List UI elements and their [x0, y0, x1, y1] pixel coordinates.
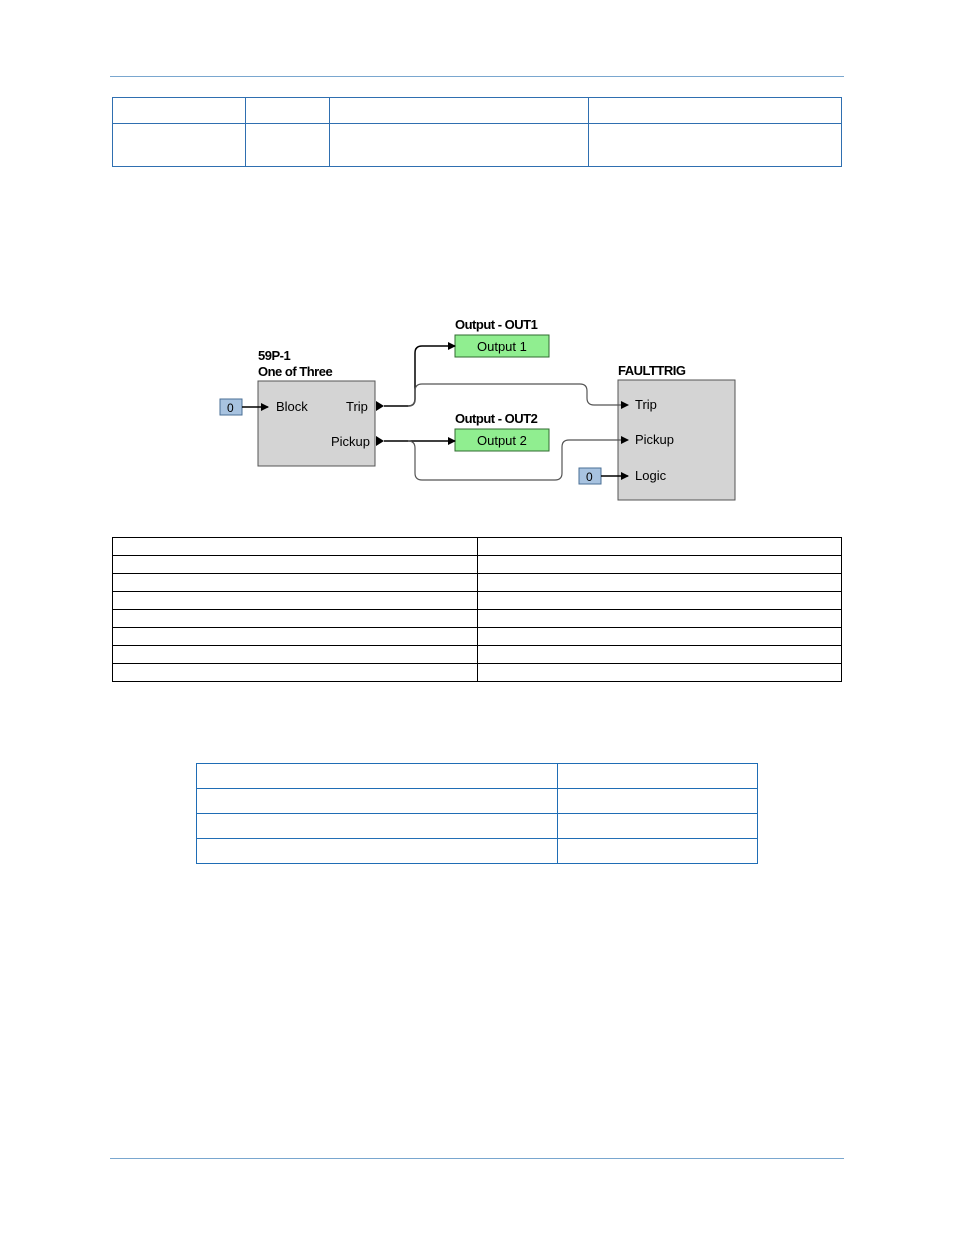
- trip-output-arrow: [376, 401, 384, 411]
- port-block-label: Block: [276, 399, 308, 414]
- table-row: [112, 123, 842, 167]
- table-row: [112, 645, 842, 664]
- logic-diagram: 59P-1 One of Three 0 Block Trip Pickup O…: [219, 317, 736, 501]
- header-rule: [110, 76, 844, 77]
- table-row: [196, 813, 758, 839]
- port-trip-label: Trip: [346, 399, 368, 414]
- table-row: [112, 609, 842, 628]
- out2-label: Output 2: [477, 433, 527, 448]
- out1-label: Output 1: [477, 339, 527, 354]
- trip-to-out1-wire: [384, 342, 456, 407]
- top-table: [112, 97, 842, 167]
- out2-title: Output - OUT2: [455, 411, 538, 426]
- table-row: [196, 763, 758, 789]
- table-row: [112, 663, 842, 682]
- block-59p[interactable]: [257, 380, 376, 467]
- faulttrig-port-logic-label: Logic: [635, 468, 667, 483]
- block-input-value: 0: [227, 401, 234, 415]
- summary-table: [196, 763, 758, 864]
- table-row: [112, 97, 842, 124]
- block-59p-subtitle: One of Three: [258, 364, 332, 379]
- table-row: [112, 537, 842, 556]
- faulttrig-port-trip-label: Trip: [635, 397, 657, 412]
- footer-rule: [110, 1158, 844, 1159]
- table-row: [196, 838, 758, 864]
- trip-to-faulttrig-wire: [407, 383, 629, 409]
- port-pickup-label: Pickup: [331, 434, 370, 449]
- out1-title: Output - OUT1: [455, 317, 538, 332]
- settings-table: [112, 537, 842, 682]
- table-row: [196, 788, 758, 814]
- table-row: [112, 573, 842, 592]
- table-row: [112, 627, 842, 646]
- faulttrig-title: FAULTTRIG: [618, 363, 686, 378]
- block-59p-title: 59P-1: [258, 348, 290, 363]
- faulttrig-block[interactable]: [617, 379, 736, 501]
- logic-input-value: 0: [586, 470, 593, 484]
- table-row: [112, 591, 842, 610]
- faulttrig-port-pickup-label: Pickup: [635, 432, 674, 447]
- table-row: [112, 555, 842, 574]
- pickup-to-faulttrig-wire: [407, 436, 629, 481]
- pickup-output-arrow: [376, 436, 384, 446]
